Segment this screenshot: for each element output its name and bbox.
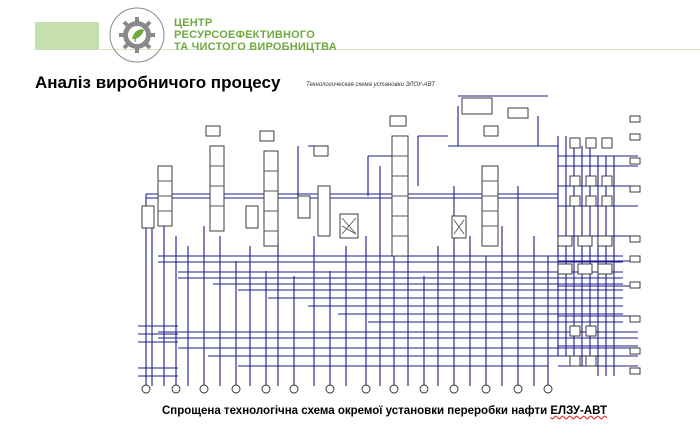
organization-logo <box>109 7 165 63</box>
caption-text: Спрощена технологічна схема окремої уста… <box>162 405 551 417</box>
header-divider <box>99 49 700 50</box>
header-accent-bar <box>35 22 99 50</box>
org-name-line-1: ЦЕНТР <box>174 17 213 29</box>
diagram-caption: Спрощена технологічна схема окремої уста… <box>162 405 607 417</box>
slide-title: Аналіз виробничого процесу <box>35 73 281 92</box>
org-name-line-2: РЕСУРСОЕФЕКТИВНОГО <box>174 29 315 41</box>
caption-unit-name: ЕЛЗУ-АВТ <box>550 405 608 417</box>
organization-name: ЦЕНТР РЕСУРСОЕФЕКТИВНОГО ТА ЧИСТОГО ВИРО… <box>174 17 337 53</box>
org-name-line-3: ТА ЧИСТОГО ВИРОБНИЦТВА <box>174 41 337 53</box>
equipment <box>141 97 641 394</box>
diagram-title: Технологическая схема установки ЭЛОУ-АВТ <box>306 82 435 88</box>
process-flow-diagram <box>138 95 641 394</box>
